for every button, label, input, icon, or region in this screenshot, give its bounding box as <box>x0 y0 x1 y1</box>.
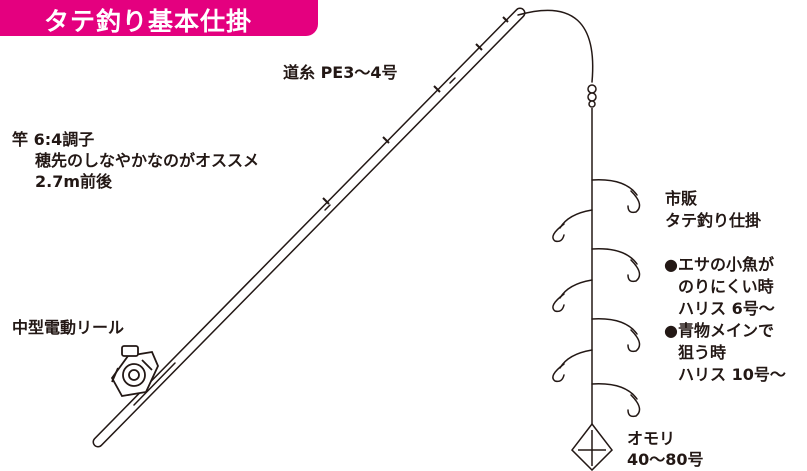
sinker-label-line1: オモリ <box>627 429 676 448</box>
sinker-label: オモリ 40～80号 <box>627 428 704 470</box>
leader-notes: ●エサの小魚が のりにくい時 ハリス 6号～ ●青物メインで 狙う時 ハリス 1… <box>664 254 786 386</box>
rig-label-line1: 市販 <box>665 189 698 208</box>
note-line: 狙う時 <box>678 343 727 362</box>
rod-label: 竿 6:4調子 穂先のしなやかなのがオススメ 2.7m前後 <box>12 129 259 192</box>
note-line: のりにくい時 <box>678 277 774 296</box>
sinker-icon <box>571 422 613 471</box>
sinker-label-line2: 40～80号 <box>627 450 704 469</box>
rod-label-line3: 2.7m前後 <box>35 172 113 191</box>
reel-icon <box>110 345 159 397</box>
fishing-rod <box>92 7 594 448</box>
line-label: 道糸 PE3～4号 <box>283 63 398 82</box>
reel-label: 中型電動リール <box>12 318 125 337</box>
title: タテ釣り基本仕掛 <box>44 7 253 36</box>
rod-label-line1: 竿 6:4調子 <box>12 130 95 149</box>
title-banner: タテ釣り基本仕掛 <box>0 0 318 36</box>
main-line <box>587 84 597 424</box>
note-line: ●エサの小魚が <box>664 255 774 274</box>
rod-guides <box>322 16 509 205</box>
hook-branches <box>552 179 641 418</box>
note-line: ●青物メインで <box>664 321 774 340</box>
rig-label-line2: タテ釣り仕掛 <box>665 211 762 230</box>
note-line: ハリス 10号～ <box>678 365 786 384</box>
note-line: ハリス 6号～ <box>678 299 775 318</box>
rod-label-line2: 穂先のしなやかなのがオススメ <box>35 151 260 170</box>
rig-label: 市販 タテ釣り仕掛 <box>665 188 761 232</box>
